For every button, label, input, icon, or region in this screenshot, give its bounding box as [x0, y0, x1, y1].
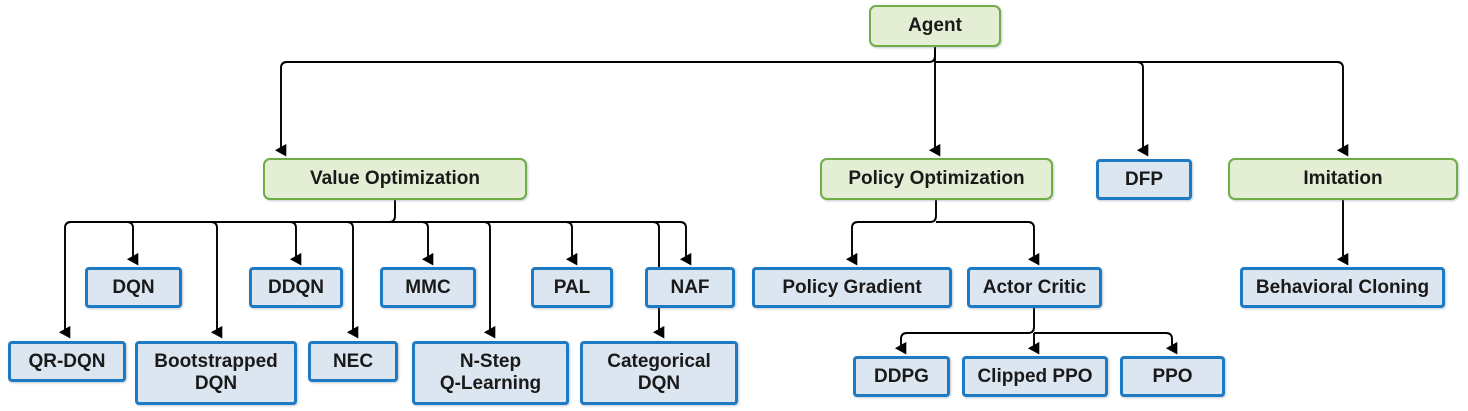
- node-policy-gradient[interactable]: Policy Gradient: [752, 267, 952, 308]
- connector-11: [395, 221, 578, 266]
- connector-8: [346, 221, 395, 339]
- node-clipped-ppo[interactable]: Clipped PPO: [962, 356, 1108, 397]
- node-imitation[interactable]: Imitation: [1228, 158, 1458, 200]
- node-label-behavioral-cloning: Behavioral Cloning: [1255, 276, 1430, 298]
- node-label-dqn: DQN: [112, 276, 155, 298]
- node-dqn[interactable]: DQN: [85, 267, 182, 308]
- connector-4: [58, 200, 396, 339]
- connector-6: [210, 221, 395, 339]
- connector-3: [935, 61, 1349, 157]
- connector-16: [894, 308, 1035, 355]
- connector-paths: [58, 47, 1349, 355]
- node-behavioral-cloning[interactable]: Behavioral Cloning: [1240, 267, 1445, 308]
- node-mmc[interactable]: MMC: [380, 267, 476, 308]
- node-nec[interactable]: NEC: [308, 341, 398, 382]
- node-actor-critic[interactable]: Actor Critic: [967, 267, 1102, 308]
- node-label-ddqn: DDQN: [268, 276, 324, 298]
- node-dfp[interactable]: DFP: [1096, 159, 1192, 200]
- node-label-categorical-dqn: Categorical DQN: [607, 351, 711, 394]
- connector-18: [1034, 332, 1178, 355]
- connector-5: [126, 221, 395, 266]
- node-agent[interactable]: Agent: [869, 5, 1001, 47]
- connector-15: [936, 221, 1040, 266]
- node-ddqn[interactable]: DDQN: [249, 267, 343, 308]
- connector-13: [395, 221, 692, 266]
- node-label-value-optimization: Value Optimization: [310, 168, 480, 190]
- node-label-agent: Agent: [908, 15, 962, 37]
- connector-2: [935, 61, 1149, 157]
- node-label-bootstrapped-dqn: Bootstrapped DQN: [154, 351, 278, 394]
- node-label-dfp: DFP: [1125, 168, 1163, 190]
- node-label-n-step-q-learning: N-Step Q-Learning: [439, 351, 542, 394]
- node-label-imitation: Imitation: [1303, 168, 1383, 190]
- node-value-optimization[interactable]: Value Optimization: [263, 158, 527, 200]
- node-categorical-dqn[interactable]: Categorical DQN: [580, 341, 738, 405]
- node-label-policy-gradient: Policy Gradient: [782, 276, 922, 298]
- node-label-mmc: MMC: [405, 276, 451, 298]
- node-ddpg[interactable]: DDPG: [853, 356, 950, 397]
- node-n-step-q-learning[interactable]: N-Step Q-Learning: [412, 341, 569, 405]
- node-qr-dqn[interactable]: QR-DQN: [8, 341, 126, 382]
- node-label-ppo: PPO: [1152, 365, 1193, 387]
- connector-0: [281, 47, 936, 150]
- node-bootstrapped-dqn[interactable]: Bootstrapped DQN: [135, 341, 297, 405]
- node-label-clipped-ppo: Clipped PPO: [977, 365, 1093, 387]
- connector-14: [845, 200, 937, 266]
- node-label-pal: PAL: [553, 276, 591, 298]
- node-pal[interactable]: PAL: [531, 267, 613, 308]
- node-ppo[interactable]: PPO: [1120, 356, 1225, 397]
- node-label-policy-optimization: Policy Optimization: [848, 168, 1025, 190]
- node-label-ddpg: DDPG: [874, 365, 929, 387]
- node-policy-optimization[interactable]: Policy Optimization: [820, 158, 1053, 200]
- node-label-naf: NAF: [670, 276, 710, 298]
- node-label-actor-critic: Actor Critic: [982, 276, 1087, 298]
- node-label-qr-dqn: QR-DQN: [28, 350, 106, 372]
- node-label-nec: NEC: [332, 350, 374, 372]
- connector-7: [289, 221, 395, 266]
- connector-9: [395, 221, 434, 266]
- node-naf[interactable]: NAF: [645, 267, 735, 308]
